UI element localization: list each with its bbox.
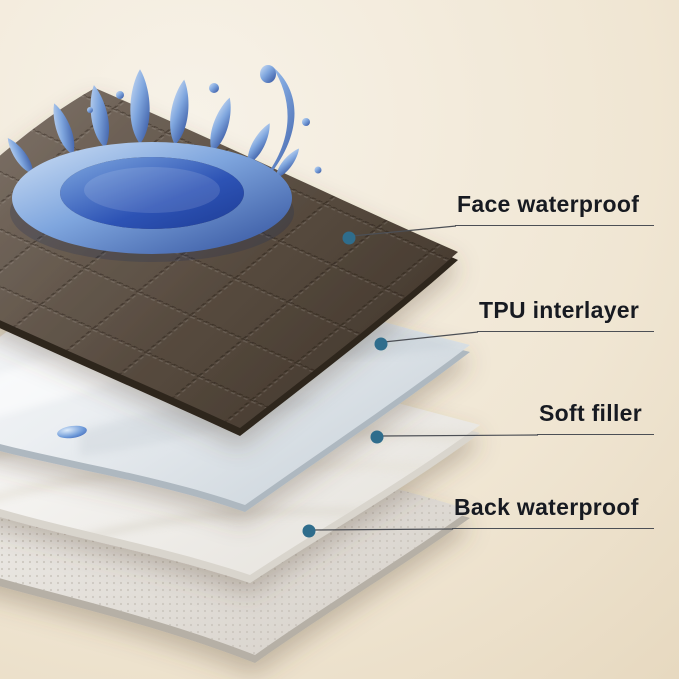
water-splash-icon — [3, 65, 322, 262]
label-back-waterproof: Back waterproof — [452, 494, 654, 529]
label-soft-filler: Soft filler — [537, 400, 654, 435]
label-text: Face waterproof — [457, 191, 640, 217]
leader-dots — [302, 231, 388, 538]
label-text: TPU interlayer — [479, 297, 640, 323]
label-face-waterproof: Face waterproof — [455, 191, 654, 226]
leader-line-face-waterproof — [351, 225, 457, 237]
dot-back-waterproof — [302, 524, 316, 538]
leader-line-tpu-interlayer — [383, 331, 479, 343]
dot-soft-filler — [370, 430, 384, 444]
label-tpu-interlayer: TPU interlayer — [477, 297, 654, 332]
leader-line-soft-filler — [379, 434, 539, 437]
leader-lines — [311, 225, 539, 531]
leader-line-back-waterproof — [311, 528, 454, 531]
dot-face-waterproof — [342, 231, 356, 245]
label-text: Soft filler — [539, 400, 642, 426]
label-text: Back waterproof — [454, 494, 639, 520]
dot-tpu-interlayer — [374, 337, 388, 351]
water-droplet-icon — [87, 65, 322, 174]
